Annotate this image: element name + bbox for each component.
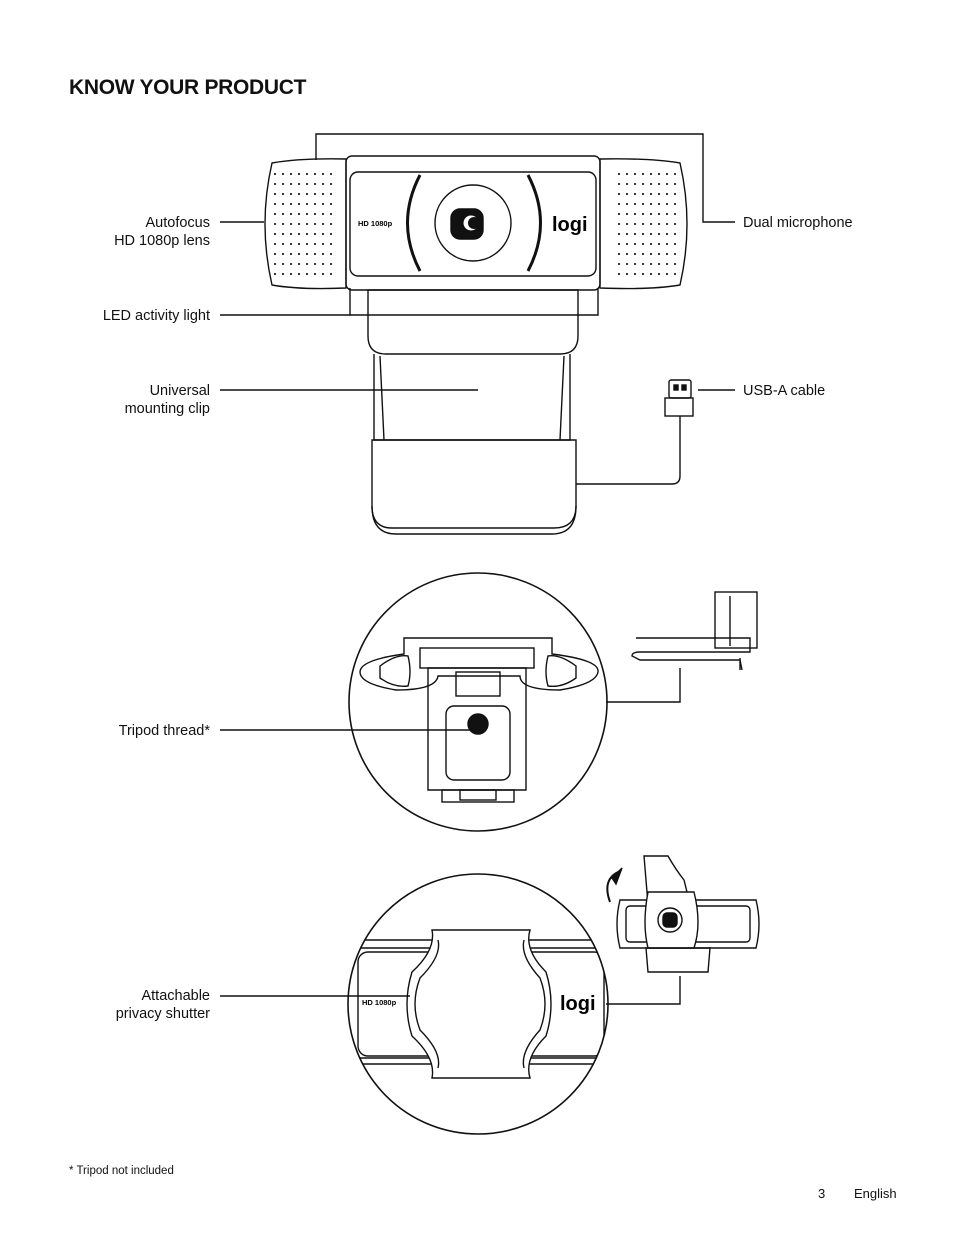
page-language: English <box>854 1186 897 1201</box>
callout-shutter-line2: privacy shutter <box>115 1006 210 1022</box>
callout-led-activity-light: LED activity light <box>102 308 210 324</box>
hd-badge-text: HD 1080p <box>358 219 393 228</box>
callout-dual-microphone: Dual microphone <box>743 215 853 231</box>
page-number: 3 <box>818 1186 826 1201</box>
callout-shutter-line1: Attachable <box>141 988 210 1004</box>
callout-autofocus-line2: HD 1080p lens <box>114 233 210 249</box>
callout-mounting-line2: mounting clip <box>124 401 210 417</box>
callout-mounting-line1: Universal <box>149 383 210 399</box>
led-bracket <box>349 288 599 316</box>
logi-logo-text: logi <box>552 214 588 236</box>
footnote: * Tripod not included <box>69 1165 174 1177</box>
clip-side-view <box>606 591 758 703</box>
callout-autofocus-lens: Autofocus HD 1080p lens <box>114 214 210 250</box>
callout-privacy-shutter: Attachable privacy shutter <box>116 987 210 1023</box>
callout-tripod-thread: Tripod thread* <box>118 723 210 739</box>
privacy-shutter-detail-view <box>220 873 609 1135</box>
hd-badge-text-shutter: HD 1080p <box>362 998 397 1007</box>
logi-logo-text-shutter: logi <box>560 993 596 1015</box>
callout-mounting-clip: Universal mounting clip <box>125 382 210 418</box>
callout-usb-a-cable: USB-A cable <box>743 383 826 399</box>
webcam-front-view <box>264 155 694 535</box>
leader-dual-mic <box>315 133 735 223</box>
callout-autofocus-line1: Autofocus <box>145 215 211 231</box>
page-title: KNOW YOUR PRODUCT <box>69 76 307 99</box>
webcam-with-shutter-view <box>606 855 760 1005</box>
tripod-detail-view <box>220 572 608 832</box>
